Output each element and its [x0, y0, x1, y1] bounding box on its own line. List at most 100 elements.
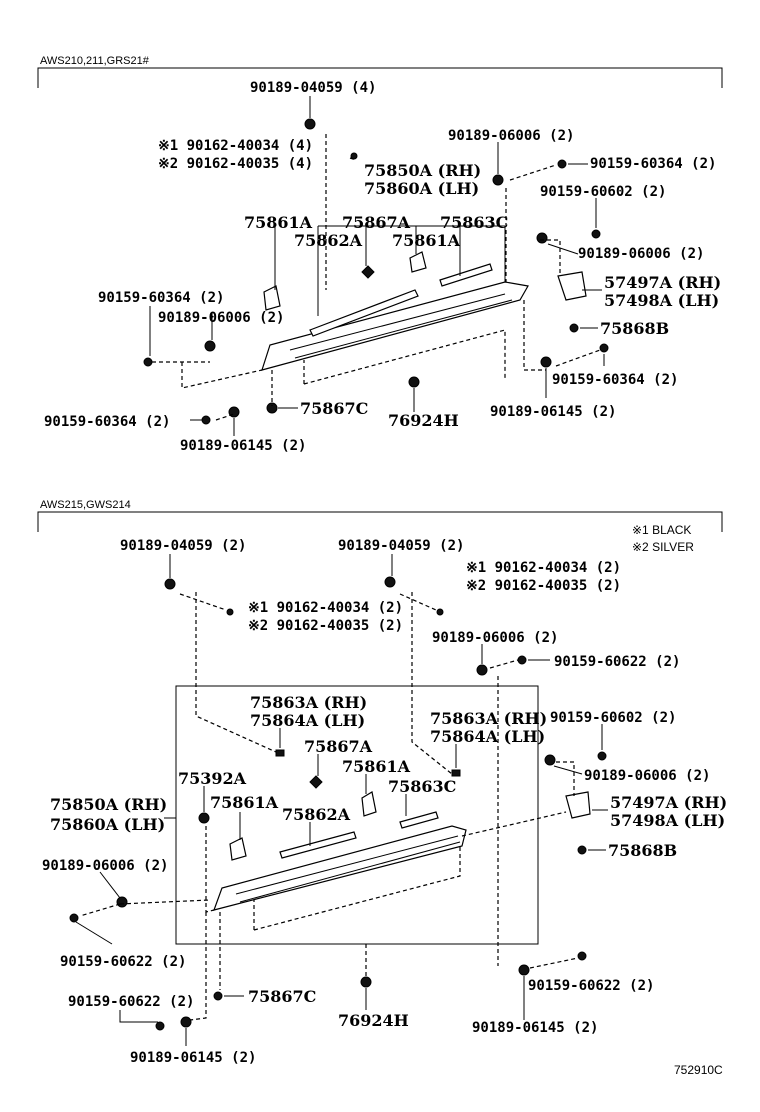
assembly-box [175, 685, 539, 945]
nut-icon [540, 356, 552, 368]
clip-icon [569, 323, 579, 333]
section-2-model-label: AWS215,GWS214 [40, 499, 131, 511]
part-label: 75850A (RH) [364, 161, 481, 180]
screw-icon [591, 229, 601, 239]
part-label: 75850A (RH) [50, 795, 167, 814]
leaders-2 [75, 554, 608, 1046]
screw-icon [155, 1021, 165, 1031]
screw-icon [436, 608, 444, 616]
part-label: 57498A (LH) [610, 811, 725, 830]
part-label: 75861A [244, 213, 313, 232]
nut-icon [180, 1016, 192, 1028]
nut-icon [518, 964, 530, 976]
part-label: 57497A (RH) [610, 793, 727, 812]
fasteners-1 [143, 118, 609, 425]
part-label: 75863A (RH) [430, 709, 547, 728]
clip-75861a-left [229, 837, 247, 861]
clip-icon [213, 991, 223, 1001]
screw-icon [69, 913, 79, 923]
part-label: 75392A [178, 769, 247, 788]
part-label: 90159-60622 (2) [68, 994, 194, 1010]
part-label: 75862A [282, 805, 351, 824]
leaders-1 [149, 96, 605, 436]
screw-icon [517, 655, 527, 665]
side-molding-assembly-2 [198, 749, 467, 911]
part-label: 90189-06006 (2) [432, 630, 558, 646]
nut-icon [304, 118, 316, 130]
clip-75392a [198, 812, 210, 824]
clip-icon [577, 845, 587, 855]
clip-icon [360, 976, 372, 988]
screw-icon [597, 751, 607, 761]
nut-icon [384, 576, 396, 588]
clip-icon [266, 402, 278, 414]
part-label: 90189-06006 (2) [584, 768, 710, 784]
part-label: 90189-06006 (2) [42, 858, 168, 874]
nut-icon [164, 578, 176, 590]
part-label: 75861A [342, 757, 411, 776]
part-label: ※2 90162-40035 (4) [158, 156, 313, 172]
nut-icon [544, 754, 556, 766]
part-label: 75868B [600, 319, 669, 338]
cap-75863a-left [275, 749, 285, 757]
section-2: AWS215,GWS214 ※1 BLACK ※2 SILVER [37, 499, 727, 1066]
part-label: 75863C [388, 777, 456, 796]
figure-code: 752910C [674, 1063, 723, 1077]
clip-75867a [309, 775, 323, 789]
clip-75861a-right [409, 251, 427, 273]
part-label: 90189-06145 (2) [490, 404, 616, 420]
bracket-57497a [557, 271, 587, 301]
bracket-57497a [565, 791, 591, 819]
part-label: 75867A [304, 737, 373, 756]
screw-icon [577, 951, 587, 961]
part-label: 90159-60364 (2) [98, 290, 224, 306]
part-label: 75861A [392, 231, 461, 250]
part-label: 76924H [338, 1011, 409, 1030]
part-label: ※1 90162-40034 (2) [466, 560, 621, 576]
part-label: 90159-60602 (2) [550, 710, 676, 726]
part-label: 75863A (RH) [250, 693, 367, 712]
molding-strip-75862a [309, 289, 419, 337]
nut-icon [536, 232, 548, 244]
part-label: 90189-06006 (2) [578, 246, 704, 262]
part-label: 57497A (RH) [604, 273, 721, 292]
screw-icon [350, 152, 358, 160]
side-molding-assembly-1 [261, 251, 529, 371]
part-label: 90159-60622 (2) [60, 954, 186, 970]
nut-icon [204, 340, 216, 352]
molding-strip-75863c [439, 263, 493, 287]
clip-75861a-left [263, 285, 281, 311]
legend-silver: ※2 SILVER [632, 540, 694, 554]
part-label: 90189-06145 (2) [130, 1050, 256, 1066]
screw-icon [201, 415, 211, 425]
part-label: 90159-60364 (2) [552, 372, 678, 388]
part-label: 75867C [248, 987, 316, 1006]
section-1-model-label: AWS210,211,GRS21# [40, 55, 150, 67]
part-label: 75860A (LH) [364, 179, 479, 198]
clip-icon [408, 376, 420, 388]
part-label: 90189-06006 (2) [448, 128, 574, 144]
part-label: 75868B [608, 841, 677, 860]
clip-75867a [361, 265, 375, 279]
nut-icon [492, 174, 504, 186]
part-label: 76924H [388, 411, 459, 430]
guide-lines-2 [79, 592, 579, 1021]
part-label: 90189-04059 (2) [338, 538, 464, 554]
part-label: ※2 90162-40035 (2) [466, 578, 621, 594]
cap-75863a-right [451, 769, 461, 777]
part-label: ※1 90162-40034 (4) [158, 138, 313, 154]
fasteners-2 [69, 576, 607, 1031]
part-label: 75867C [300, 399, 368, 418]
part-label: 75861A [210, 793, 279, 812]
part-label: 90159-60622 (2) [528, 978, 654, 994]
part-label: ※2 90162-40035 (2) [248, 618, 403, 634]
part-label: 90189-06145 (2) [472, 1020, 598, 1036]
part-label: 90159-60364 (2) [44, 414, 170, 430]
clip-75861a-right [361, 791, 377, 817]
part-label: 90189-04059 (2) [120, 538, 246, 554]
molding-strip-75863c [399, 811, 439, 829]
part-label: 75864A (LH) [250, 711, 365, 730]
part-label: 90159-60602 (2) [540, 184, 666, 200]
screw-icon [557, 159, 567, 169]
